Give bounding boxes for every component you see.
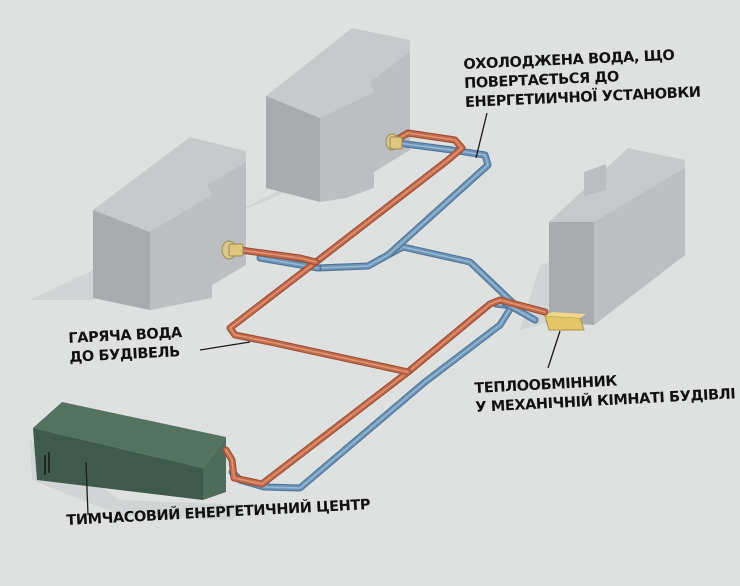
leader-energy-center bbox=[85, 461, 89, 516]
building-center-front2 bbox=[320, 92, 374, 202]
building-right bbox=[549, 148, 685, 325]
hot-pipe-loop-layer bbox=[229, 261, 409, 373]
building-left-notch bbox=[150, 195, 212, 310]
building-center bbox=[266, 28, 410, 202]
building-right-front bbox=[549, 222, 594, 325]
building-right-side bbox=[594, 168, 685, 325]
shadow-energy-center bbox=[30, 440, 245, 520]
heat-exchanger-right-icon bbox=[544, 312, 586, 331]
label-hot-supply: ГАРЯЧА ВОДА ДО БУДІВЕЛЬ bbox=[68, 324, 183, 368]
building-right-top bbox=[549, 148, 685, 226]
energy-center-side bbox=[203, 437, 226, 500]
leader-heat-exchanger bbox=[547, 330, 561, 369]
leader-lines bbox=[85, 112, 561, 516]
hot-pipe-loop-layer bbox=[226, 258, 412, 376]
hot-supply-pipes bbox=[222, 129, 549, 488]
heat-exchanger-center-icon bbox=[385, 133, 403, 151]
cold-pipe-riser-layer bbox=[317, 142, 489, 269]
building-right-notch bbox=[584, 164, 606, 196]
label-chilled-return: ОХОЛОДЖЕНА ВОДА, ЩО ПОВЕРТАЄТЬСЯ ДО ЕНЕР… bbox=[463, 46, 701, 113]
building-center-front bbox=[266, 96, 320, 202]
energy-center-top bbox=[33, 402, 226, 468]
cold-pipe-branch-center bbox=[385, 244, 538, 323]
leader-hot-supply bbox=[199, 341, 251, 351]
hot-pipe-main-layer bbox=[225, 299, 546, 485]
energy-center-front bbox=[33, 428, 203, 500]
energy-center-block bbox=[33, 402, 226, 500]
building-center-top bbox=[266, 28, 410, 118]
leader-chilled-return bbox=[475, 112, 488, 159]
building-left-top bbox=[93, 137, 246, 232]
exhaust-stacks-icon bbox=[44, 452, 50, 475]
building-left bbox=[93, 137, 246, 310]
heat-exchanger-left-icon bbox=[221, 240, 244, 260]
hot-pipe-riser-layer bbox=[315, 132, 463, 263]
hot-pipe-left-branch-layer bbox=[239, 249, 317, 263]
